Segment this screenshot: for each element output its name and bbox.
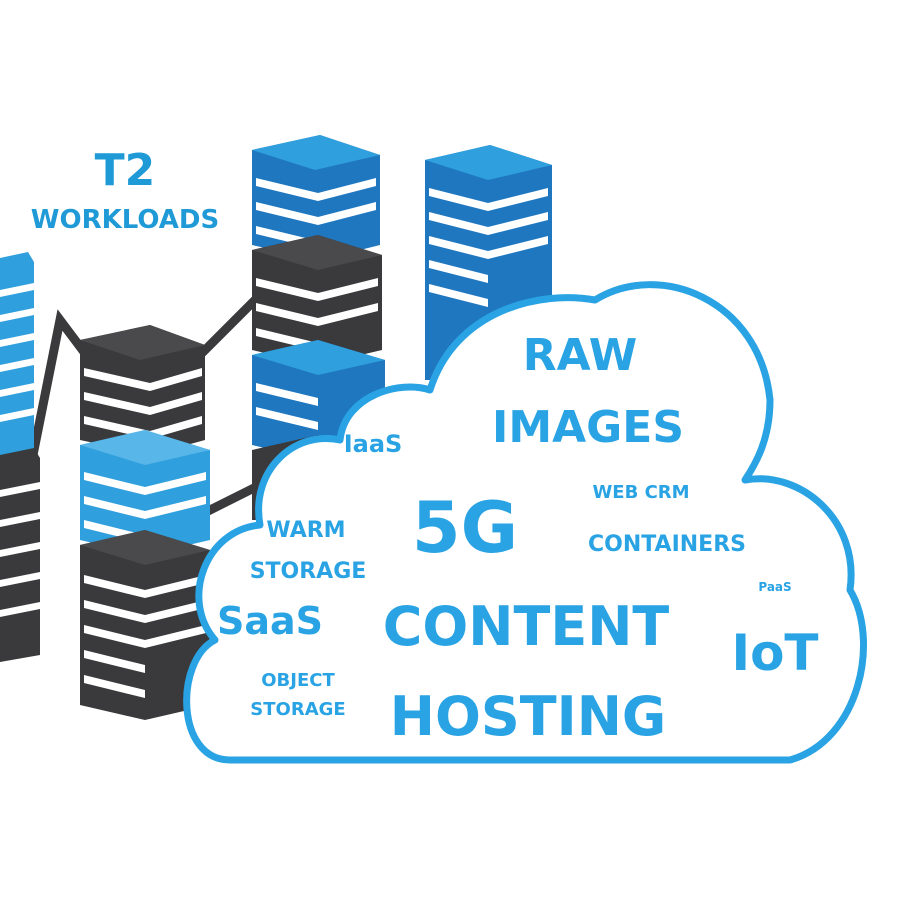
title-line-1: T2 bbox=[95, 145, 156, 196]
word-web-crm: WEB CRM bbox=[592, 482, 689, 503]
word-warm: WARM bbox=[266, 518, 345, 543]
server-tower-icon bbox=[0, 252, 40, 662]
word-content: CONTENT bbox=[383, 595, 670, 658]
word-iaas: IaaS bbox=[344, 430, 403, 458]
word-images: IMAGES bbox=[492, 402, 684, 453]
word-object: OBJECT bbox=[261, 670, 335, 691]
cloud-shape-icon bbox=[183, 281, 867, 764]
server-tower-icon bbox=[80, 325, 210, 720]
word-object-storage: STORAGE bbox=[250, 699, 345, 720]
word-containers: CONTAINERS bbox=[588, 532, 746, 557]
word-paas: PaaS bbox=[758, 580, 791, 594]
word-hosting: HOSTING bbox=[390, 685, 666, 748]
word-raw: RAW bbox=[523, 330, 638, 381]
title-line-2: WORKLOADS bbox=[31, 205, 219, 235]
word-saas: SaaS bbox=[217, 599, 323, 643]
word-iot: IoT bbox=[731, 624, 818, 682]
word-storage: STORAGE bbox=[250, 559, 367, 584]
word-5g: 5G bbox=[412, 487, 518, 569]
